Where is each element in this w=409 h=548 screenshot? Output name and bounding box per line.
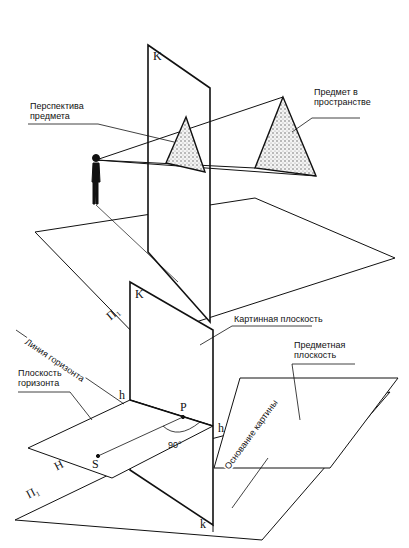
plane-letter: П₁ xyxy=(104,305,123,324)
plane-letter: K xyxy=(153,50,162,64)
part-label: Перспектива предмета xyxy=(30,101,96,122)
point-letter: h xyxy=(119,389,125,403)
point-letter: P xyxy=(180,401,187,415)
angle-label: 90° xyxy=(168,440,182,450)
part-label: Предмет в пространстве xyxy=(314,87,374,108)
plane-letter: K xyxy=(135,288,144,302)
point-letter: k xyxy=(200,518,206,532)
part-label: Картинная плоскость xyxy=(234,314,323,324)
part-label: Плоскость горизонта xyxy=(18,368,78,389)
plane-letter: П₁ xyxy=(24,484,42,502)
point-letter: S xyxy=(92,458,99,472)
part-label: Предметная плоскость xyxy=(294,340,356,361)
point-letter: h xyxy=(218,422,224,436)
